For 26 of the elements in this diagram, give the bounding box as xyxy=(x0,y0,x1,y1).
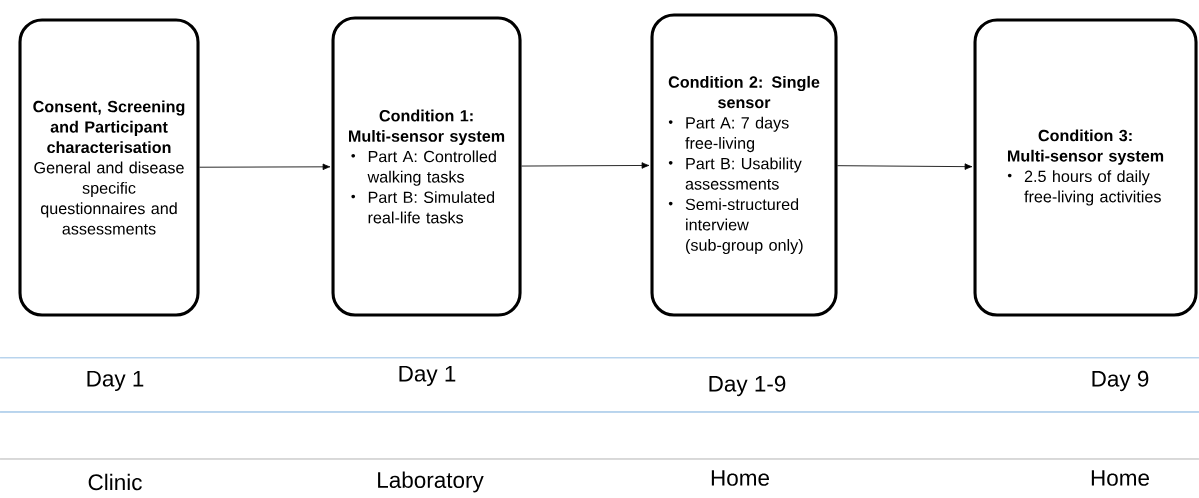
box-text: General and disease specific questionnaires and assessments xyxy=(34,161,184,235)
box-heading: Condition 1: Multi-sensor system xyxy=(349,109,505,146)
arrow xyxy=(837,163,973,170)
day-label: Day 1 xyxy=(87,370,144,392)
place-label: Laboratory xyxy=(378,471,484,493)
day-label: Day 1-9 xyxy=(709,375,786,397)
arrow xyxy=(199,163,331,171)
rounded-box xyxy=(18,18,200,317)
arrow xyxy=(521,162,650,169)
place-label: Home xyxy=(1091,470,1149,486)
place-label: Clinic xyxy=(88,473,142,491)
rounded-box xyxy=(331,16,522,317)
bullet-item: Semi-structured interview (sub-group only) xyxy=(668,198,803,255)
bullet-item: Part A: 7 days free-living xyxy=(668,116,789,153)
box-heading: Consent, Screening and Participant characterisation xyxy=(33,100,185,154)
bullet-item: 2.5 hours of daily free-living activities xyxy=(1007,170,1161,206)
day-label: Day 9 xyxy=(1092,370,1149,392)
bullet-item: Part B: Usability assessments xyxy=(668,157,802,190)
bullet-item: Part A: Controlled walking tasks xyxy=(351,150,496,186)
rounded-box xyxy=(650,13,838,317)
box-heading: Condition 3: Multi-sensor system xyxy=(1008,129,1164,165)
rounded-box xyxy=(973,18,1198,317)
day-label: Day 1 xyxy=(399,365,456,387)
bullet-item: Part B: Simulated real-life tasks xyxy=(351,191,495,224)
place-label: Home xyxy=(711,470,769,486)
box-heading: Condition 2: Single sensor xyxy=(668,75,820,109)
